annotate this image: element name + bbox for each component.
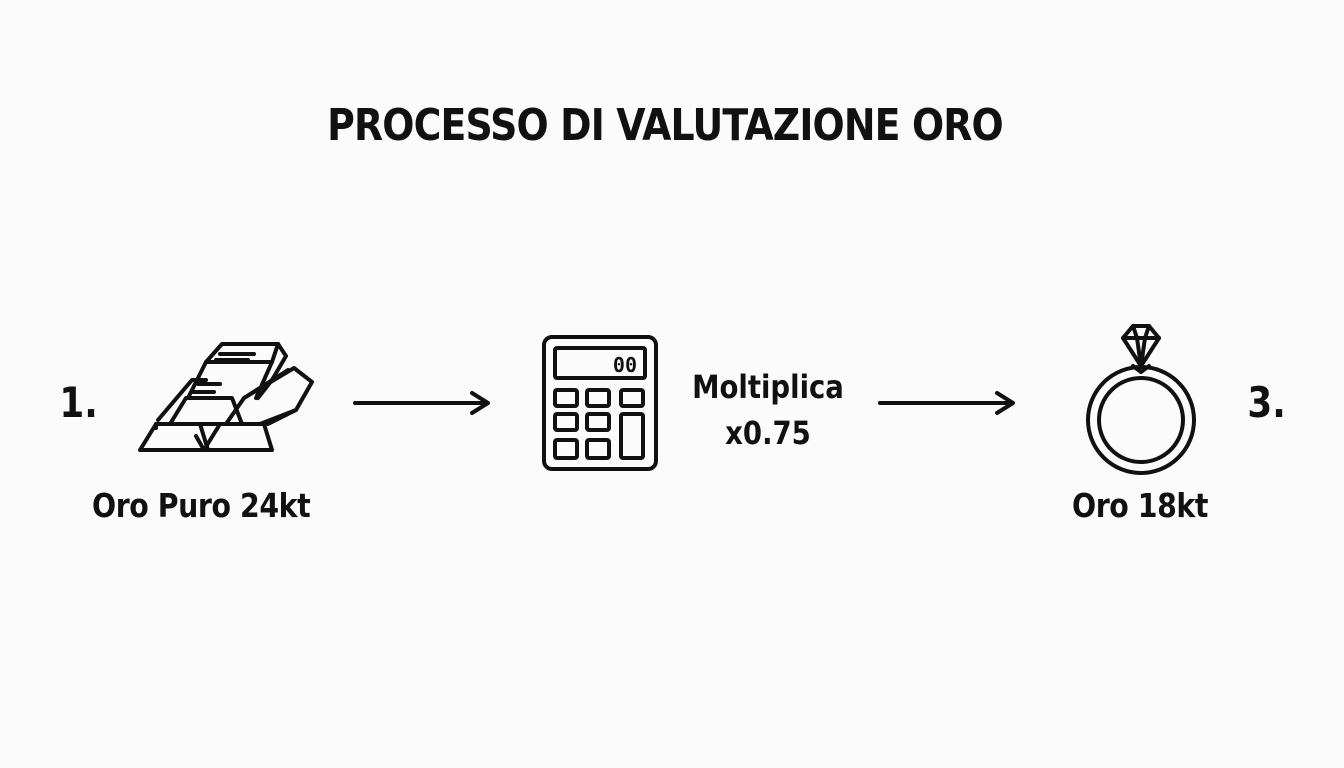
page-title: PROCESSO DI VALUTAZIONE ORO (327, 100, 1004, 151)
arrow-right-icon (353, 391, 490, 415)
diamond-ring-icon (1086, 324, 1196, 475)
step-1-label: Oro Puro 24kt (92, 486, 311, 525)
calculator-display: 00 (613, 353, 637, 377)
step-2-label-line2: x0.75 (725, 414, 811, 452)
step-1-number: 1. (59, 378, 98, 427)
step-3-label: Oro 18kt (1072, 486, 1209, 525)
step-3-number: 3. (1247, 378, 1286, 427)
step-2-label-line1: Moltiplica (692, 368, 844, 406)
gold-bars-icon (138, 342, 314, 452)
step-2-text: Moltiplica x0.75 (689, 364, 847, 456)
calculator-icon: 00 (542, 335, 658, 471)
arrow-right-icon (878, 391, 1015, 415)
